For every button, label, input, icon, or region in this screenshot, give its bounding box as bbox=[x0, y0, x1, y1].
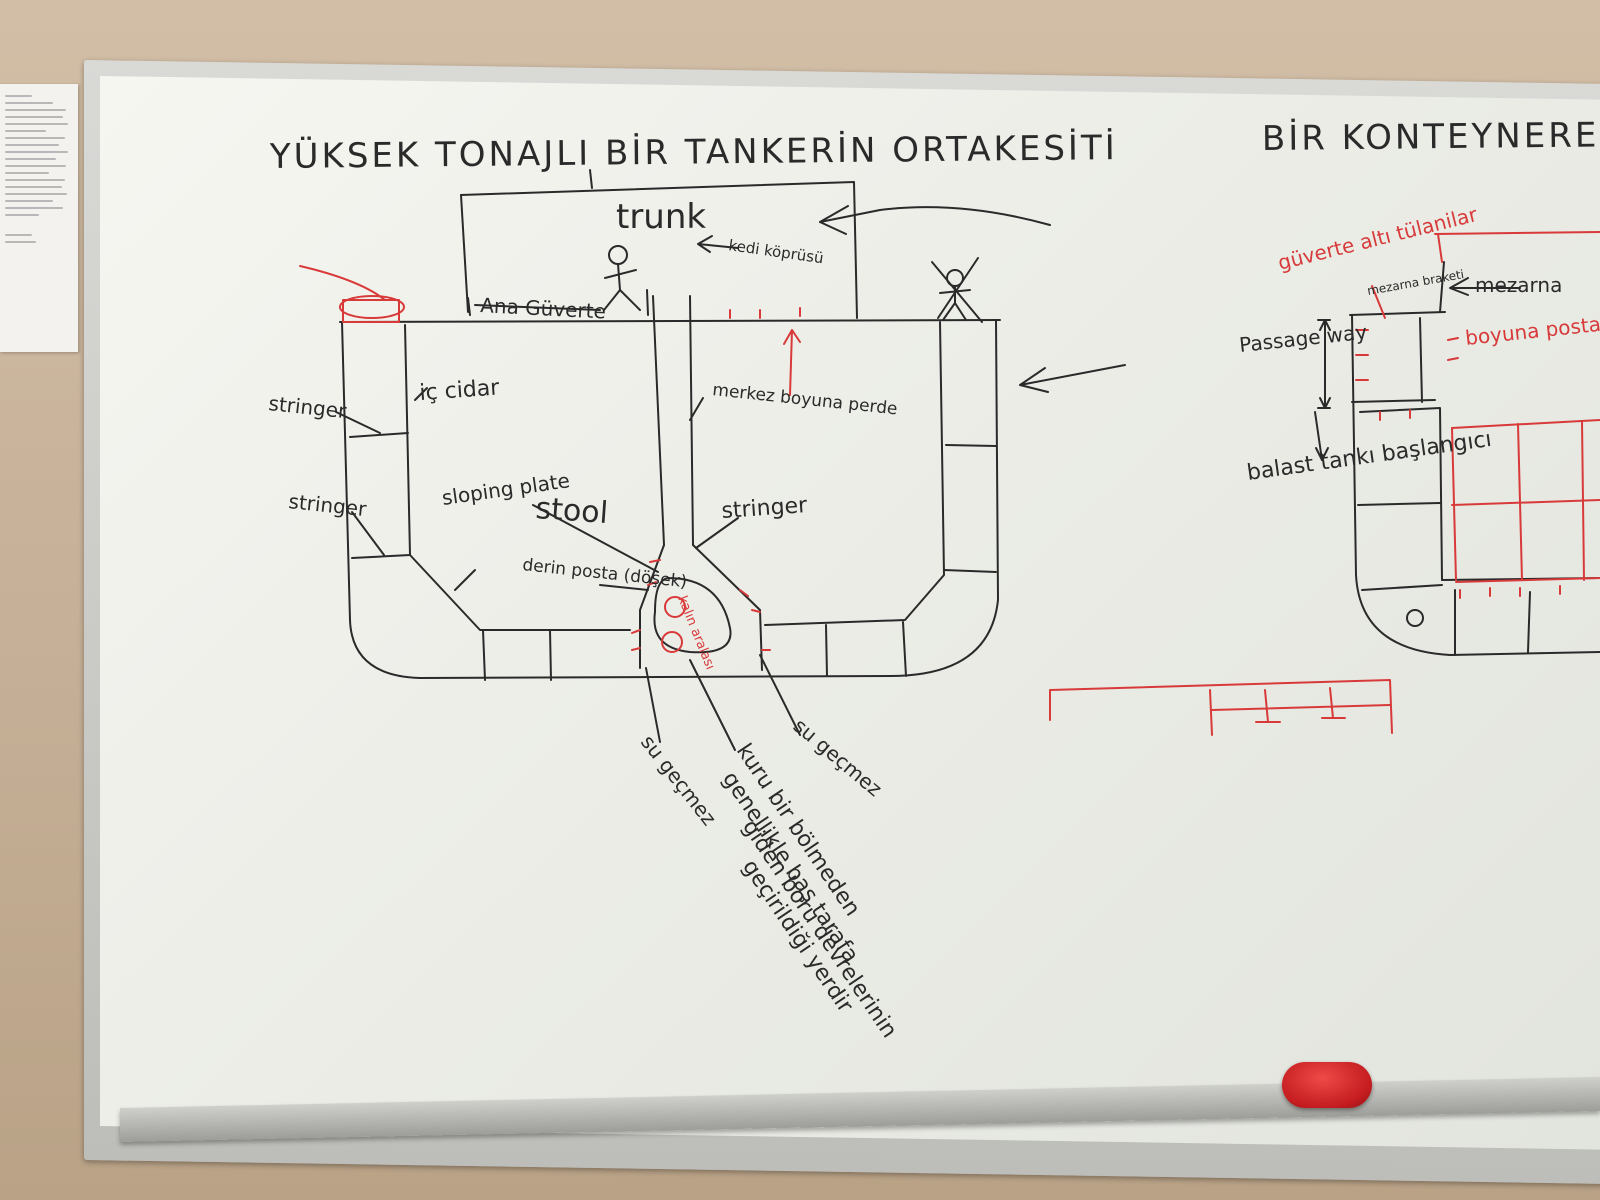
label-su-gecmez-right: su geçmez bbox=[789, 713, 887, 801]
label-boyuna-posta: boyuna posta bbox=[1464, 312, 1600, 350]
container-cross-section bbox=[1314, 261, 1600, 656]
tanker-cross-section bbox=[335, 169, 1126, 751]
label-stringer-center: stringer bbox=[721, 493, 809, 524]
label-stringer-mid: stringer bbox=[287, 489, 368, 521]
label-mezarna-braketi: mezarna braketi bbox=[1366, 267, 1465, 298]
label-stool: stool bbox=[534, 491, 609, 531]
label-derin-posta: derin posta (döşek) bbox=[521, 555, 687, 592]
label-ana-guverte: Ana Güverte bbox=[480, 293, 607, 324]
label-kedi-koprusu: kedi köprüsü bbox=[727, 236, 824, 267]
red-eraser[interactable] bbox=[1282, 1062, 1372, 1108]
label-kalin-aralasi: kalın aralası bbox=[674, 594, 717, 672]
label-balast-tanki-baslangici: balast tankı başlangıcı bbox=[1245, 427, 1493, 486]
label-trunk: trunk bbox=[616, 197, 706, 237]
label-merkez-boyuna-perde: merkez boyuna perde bbox=[711, 380, 898, 419]
container-red-marks bbox=[1049, 231, 1600, 736]
label-ic-cidar: iç cidar bbox=[419, 375, 501, 406]
label-guverte-alti-tulanilar: güverte altı tülanilar bbox=[1275, 202, 1480, 275]
label-stringer-top: stringer bbox=[267, 391, 348, 423]
label-passage-way: Passage way bbox=[1238, 320, 1368, 357]
label-su-gecmez-left: su geçmez bbox=[636, 730, 721, 830]
title-right: BİR KONTEYNERE Aİ bbox=[1262, 115, 1600, 159]
posted-notice-paper bbox=[0, 84, 78, 352]
title-left: YÜKSEK TONAJLI BİR TANKERİN ORTAKESİTİ bbox=[269, 127, 1118, 177]
tanker-red-marks bbox=[299, 265, 801, 653]
label-mezarna: mezarna bbox=[1475, 273, 1562, 297]
